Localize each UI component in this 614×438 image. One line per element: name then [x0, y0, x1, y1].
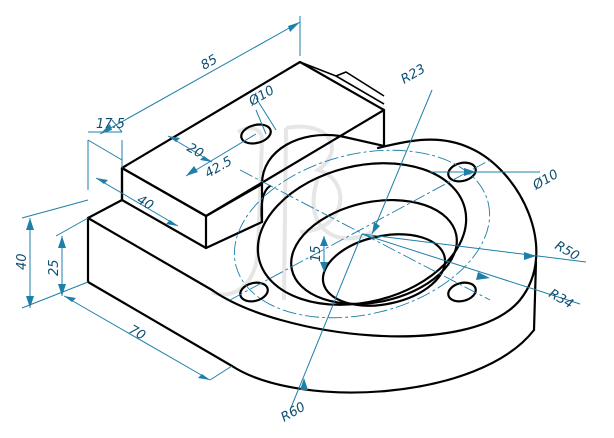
dim-r50: R50 [552, 238, 582, 264]
dim-40-width: 40 [134, 192, 156, 213]
base-top-rim [210, 138, 538, 338]
base-top-left-edge [86, 166, 124, 220]
base-curve-bottom [230, 328, 536, 394]
boss-curve [260, 133, 386, 186]
dim-17-5: 17.5 [96, 117, 125, 132]
counterbore-ellipse [256, 162, 468, 306]
boss-edge [260, 184, 272, 224]
base-right-edge [532, 260, 538, 332]
base-bottom-front-edge [86, 280, 234, 368]
dim-r34: R34 [546, 286, 576, 312]
dim-15: 15 [309, 245, 324, 262]
dim-40-height: 40 [15, 253, 30, 270]
dim-20: 20 [184, 140, 206, 161]
base-step-edge [86, 216, 214, 292]
dim-85: 85 [199, 52, 221, 73]
block-right-face [204, 182, 264, 250]
dim-70: 70 [126, 322, 148, 343]
dimension-lines [21, 16, 587, 411]
dim-42-5: 42.5 [203, 154, 236, 181]
dimension-labels: 85 17.5 20 42.5 40 40 25 70 15 R23 R50 R… [15, 52, 582, 425]
hole-right [447, 161, 477, 183]
dim-dia10-right: Ø10 [530, 167, 562, 194]
hole-left [239, 281, 269, 303]
block-top-face [120, 60, 386, 218]
hole-bottom [447, 281, 477, 303]
hole-block-top [240, 123, 272, 145]
block-back-rib-2 [335, 71, 385, 97]
dim-25: 25 [47, 259, 62, 276]
centerline-a [229, 159, 491, 301]
dim-r60: R60 [279, 400, 309, 426]
object-outline [86, 60, 538, 394]
dim-r23: R23 [399, 62, 429, 88]
counterbore-step-ellipse [290, 198, 458, 306]
bolt-circle [233, 149, 491, 319]
through-hole-ellipse [321, 233, 447, 307]
